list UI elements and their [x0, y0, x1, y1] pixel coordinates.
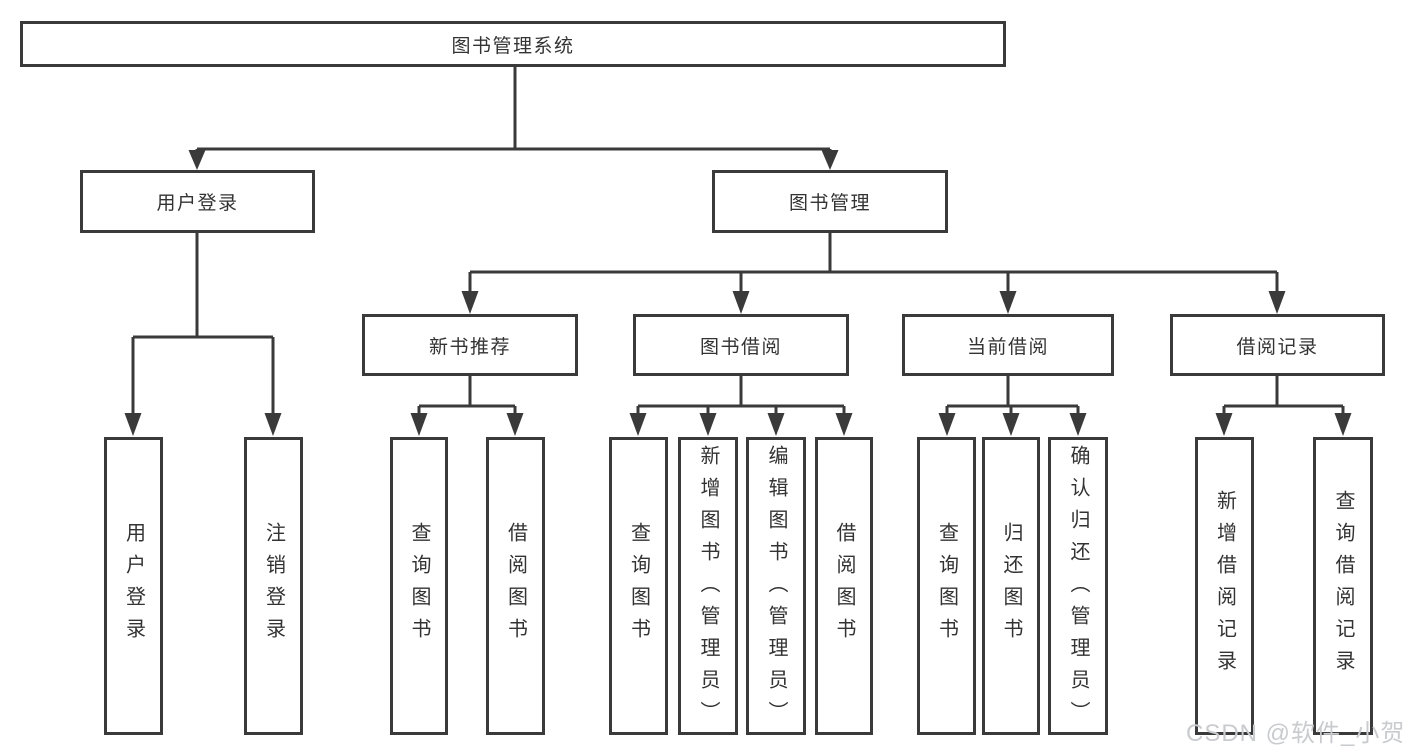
node-current-borrowing: 当前借阅: [902, 314, 1114, 376]
edges-book-management: [461, 233, 1286, 314]
node-borrow-books-borrowing: 借阅图书: [815, 437, 873, 735]
edges-root: [188, 67, 839, 170]
node-library-system: 图书管理系统: [20, 21, 1006, 67]
node-user-login: 用户登录: [80, 170, 315, 233]
node-add-books-admin: 新增图书（管理员）: [678, 437, 738, 735]
edges-current-borrowing: [938, 376, 1087, 436]
edges-user-login: [124, 233, 282, 436]
node-query-books-recommend: 查询图书: [390, 437, 448, 735]
node-edit-books-admin: 编辑图书（管理员）: [746, 437, 806, 735]
node-query-borrow-record: 查询借阅记录: [1313, 437, 1373, 735]
node-return-books: 归还图书: [982, 437, 1040, 735]
node-borrowing-records: 借阅记录: [1170, 314, 1385, 376]
node-confirm-return-admin: 确认归还（管理员）: [1048, 437, 1108, 735]
edges-book-borrowing: [629, 376, 853, 436]
node-new-book-recommend: 新书推荐: [362, 314, 578, 376]
node-add-borrow-record: 新增借阅记录: [1195, 437, 1254, 735]
csdn-watermark: CSDN @软件_小贺同学: [1186, 720, 1405, 747]
node-query-books-current: 查询图书: [917, 437, 976, 735]
node-logout-op: 注销登录: [244, 437, 303, 735]
node-user-login-op: 用户登录: [104, 437, 163, 735]
node-book-borrowing: 图书借阅: [633, 314, 849, 376]
node-book-management: 图书管理: [712, 170, 948, 233]
node-borrow-books-recommend: 借阅图书: [486, 437, 545, 735]
edges-borrowing-records: [1215, 376, 1352, 436]
node-query-books-borrowing: 查询图书: [609, 437, 668, 735]
edges-new-book-recommend: [410, 376, 524, 436]
